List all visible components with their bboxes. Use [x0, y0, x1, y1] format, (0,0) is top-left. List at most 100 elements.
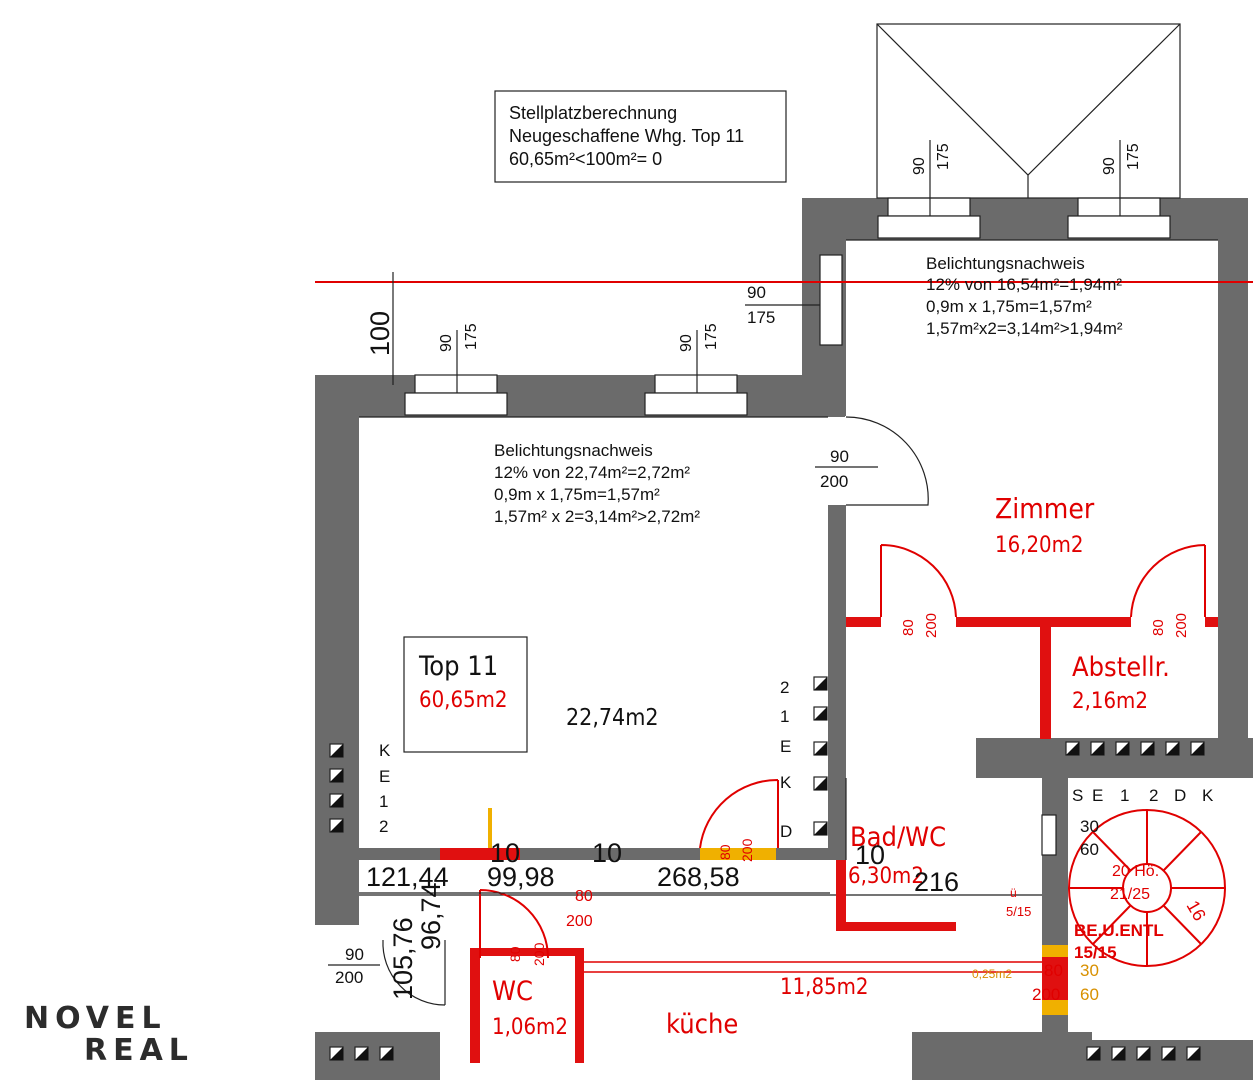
dim-wc-door-w200: 200 — [531, 942, 547, 966]
logo-line2: REAL — [84, 1033, 194, 1068]
stair-ue-ratio: 5/15 — [1006, 904, 1031, 919]
dim-268: 268,58 — [657, 862, 740, 892]
light-proof-right-line1: 12% von 16,54m²=1,94m² — [926, 275, 1122, 294]
dim-w90-d: 90 — [1101, 157, 1118, 175]
spiral-stair — [1068, 809, 1226, 967]
logo-line1: NOVEL — [24, 1001, 167, 1036]
walls — [315, 198, 1253, 1080]
stair-beent-ratio: 15/15 — [1074, 943, 1117, 962]
dim-10-b: 10 — [592, 838, 622, 868]
dim-zimmer-door-w200: 200 — [923, 613, 940, 638]
logo: NOVEL REAL — [24, 1003, 194, 1067]
shaft-right-e: E — [1092, 786, 1103, 805]
wc-name: WC — [492, 976, 533, 1007]
windows — [404, 197, 1171, 856]
shaft-left-k: K — [379, 741, 391, 760]
shaft-left-1: 1 — [379, 792, 388, 811]
dim-zimmer-door-w80: 80 — [900, 619, 917, 636]
shaft-fills — [330, 677, 1204, 1060]
dim-99: 99,98 — [487, 862, 555, 892]
shaft-mid-d: D — [780, 822, 792, 841]
dim-abstell-door-w80: 80 — [1150, 619, 1167, 636]
dim-abstell-door-w200: 200 — [1173, 613, 1190, 638]
abstell-area: 2,16m2 — [1072, 689, 1148, 714]
dim-window-w175: 175 — [747, 308, 775, 327]
stair-height: 20 Hö. — [1112, 863, 1159, 880]
dim-stair-door-w30: 30 — [1080, 961, 1099, 980]
parking-calc: 60,65m²<100m²= 0 — [509, 149, 662, 169]
dim-105: 105,76 — [388, 917, 418, 1000]
living-area: 22,74m2 — [566, 705, 659, 731]
doors — [382, 416, 1206, 1006]
light-proof-right-line2: 0,9m x 1,75m=1,57m² — [926, 297, 1092, 316]
shaft-right-1: 1 — [1120, 786, 1129, 805]
light-proof-left-line2: 0,9m x 1,75m=1,57m² — [494, 485, 660, 504]
accent-marks — [488, 808, 1068, 1015]
dim-window-w90: 90 — [747, 283, 766, 302]
shaft-mid-2: 2 — [780, 678, 789, 697]
light-proof-right-title: Belichtungsnachweis — [926, 254, 1085, 273]
shaft-right-d: D — [1174, 786, 1186, 805]
abstell-name: Abstellr. — [1072, 652, 1170, 683]
dim-w90-c: 90 — [911, 157, 928, 175]
dim-96: 96,74 — [416, 882, 446, 950]
dim-wc-door-w80: 80 — [507, 946, 523, 962]
dim-door-w90: 90 — [830, 447, 849, 466]
kitchen-area: 11,85m2 — [780, 975, 869, 1000]
bad-area: 6,30m2 — [848, 864, 924, 889]
dim-216: 216 — [914, 867, 959, 897]
parking-unit: Neugeschaffene Whg. Top 11 — [509, 126, 744, 146]
new-wall-lines — [584, 961, 1042, 973]
dim-w175-c: 175 — [935, 143, 952, 170]
dim-door-w200: 200 — [820, 472, 848, 491]
stair-ue: ü — [1010, 886, 1017, 900]
dim-bath-door-w80: 80 — [717, 844, 733, 860]
dim-stair-door-w60: 60 — [1080, 985, 1099, 1004]
stair-ratio: 21/25 — [1110, 886, 1150, 903]
new-walls — [440, 617, 1218, 1063]
dim-10-c: 10 — [855, 840, 885, 870]
dim-stair-door-w200: 200 — [1032, 985, 1060, 1004]
light-proof-left-title: Belichtungsnachweis — [494, 441, 653, 460]
parking-box — [494, 90, 787, 183]
dim-stair-door-w80: 80 — [1044, 961, 1063, 980]
dim-entry-w90: 90 — [345, 945, 364, 964]
kitchen-name: küche — [666, 1009, 738, 1040]
dim-entry-w200: 200 — [335, 968, 363, 987]
stair-beent-label: BE.U.ENTL — [1074, 921, 1164, 940]
shaft-left-2: 2 — [379, 817, 388, 836]
dimension-lines — [328, 140, 1121, 966]
dim-121: 121,44 — [366, 862, 449, 892]
shaft-mid-k: K — [780, 773, 792, 792]
shaft-right-k: K — [1202, 786, 1214, 805]
unit-box — [403, 636, 528, 753]
dim-100: 100 — [365, 311, 395, 356]
unit-name: Top 11 — [418, 651, 498, 682]
dim-w90-a: 90 — [438, 334, 455, 352]
dim-stair-w60: 60 — [1080, 840, 1099, 859]
shaft-mid-1: 1 — [780, 707, 789, 726]
room-outlines — [359, 239, 1218, 896]
shaft-right-s: S — [1072, 786, 1083, 805]
light-proof-left-line1: 12% von 22,74m²=2,72m² — [494, 463, 690, 482]
unit-area: 60,65m2 — [419, 688, 508, 713]
balcony — [876, 23, 1181, 199]
bad-name: Bad/WC — [850, 822, 946, 853]
dim-w90-b: 90 — [678, 334, 695, 352]
zimmer-area: 16,20m2 — [995, 533, 1084, 558]
dim-kitchen-door-w200: 200 — [566, 913, 593, 930]
dim-bath-door-w200: 200 — [739, 838, 755, 862]
dim-w175-a: 175 — [463, 323, 480, 350]
light-proof-right-line3: 1,57m²x2=3,14m²>1,94m² — [926, 319, 1123, 338]
dim-stair-w30: 30 — [1080, 817, 1099, 836]
dim-w175-b: 175 — [703, 323, 720, 350]
shaft-mid-e: E — [780, 737, 791, 756]
stair-small-dim: 0,25m2 — [972, 967, 1012, 981]
stair-step-mark: 16 — [1183, 897, 1210, 924]
dim-kitchen-door-w80: 80 — [575, 888, 593, 905]
wc-area: 1,06m2 — [492, 1015, 568, 1040]
parking-title: Stellplatzberechnung — [509, 103, 677, 123]
shaft-left-e: E — [379, 767, 390, 786]
dim-w175-d: 175 — [1125, 143, 1142, 170]
